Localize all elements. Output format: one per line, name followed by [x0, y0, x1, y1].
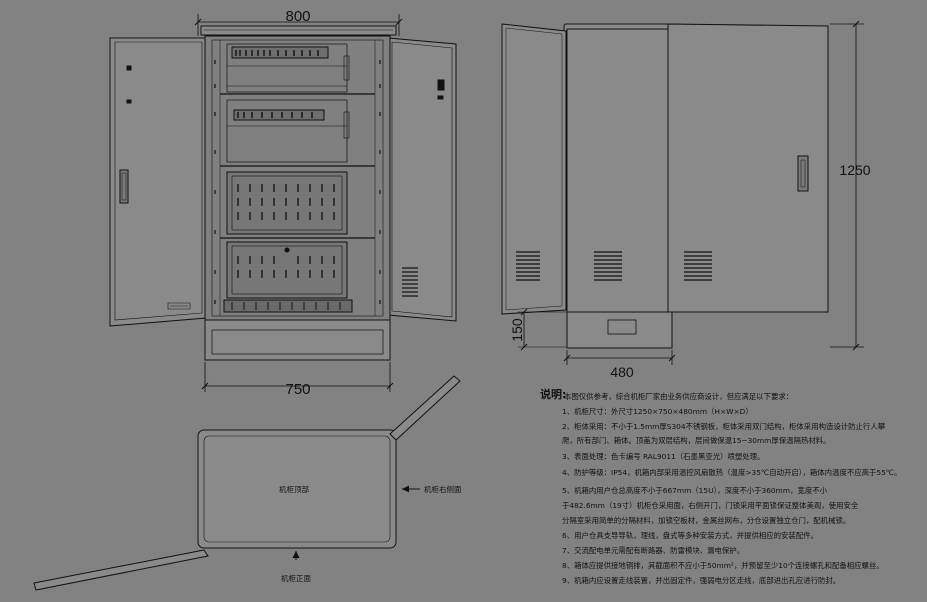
- note-item: 7、交流配电单元需配有断路器、防雷模块、漏电保护。: [562, 546, 745, 555]
- note-item: 3、表面处理：色卡编号 RAL9011（石墨黑亚光）喷塑处理。: [562, 452, 765, 461]
- dim-front-width: 800: [285, 8, 310, 25]
- note-item: 1、机柜尺寸：外尺寸1250×750×480mm（H×W×D）: [562, 407, 753, 416]
- note-item: 分隔室采用简单的分隔材料，加锁空板材，金属丝网布，分仓设置独立仓门，配机械锁。: [562, 516, 851, 525]
- note-item: 8、箱体应提供接地铜排，其截面积不应小于50mm²，并预留至少10个连接螺孔和配…: [562, 561, 884, 570]
- plan-label-inside: 机柜顶部: [279, 484, 309, 494]
- side-view: [501, 20, 864, 365]
- notes-heading: 说明:: [540, 388, 567, 401]
- note-item: 9、机箱内应设置走线装置，并出固定件，强弱电分区走线，底部进出孔应进行防封。: [562, 576, 841, 585]
- dim-side-depth: 480: [610, 364, 634, 380]
- plan-label-front: 机柜正面: [281, 573, 311, 583]
- note-item: 爬，所有部门、箱体。顶盖为双层结构，层间做保温15~30mm厚保温隔热材料。: [562, 436, 831, 445]
- dim-plinth-height: 150: [509, 318, 525, 342]
- plan-view: [33, 375, 461, 591]
- note-item: 4、防护等级：IP54，机箱内部采用温控风扇散热（温度>35℃自动开启），箱体内…: [562, 468, 902, 477]
- notes-intro: 本图仅供参考，综合机柜厂家由业务供应商设计，但应满足以下要求：: [564, 392, 794, 401]
- dim-side-height: 1250: [839, 162, 870, 178]
- dim-base-width: 750: [285, 381, 310, 398]
- front-view: [109, 14, 457, 392]
- note-item: 5、机箱内用户仓总高度不小于667mm（15U），深度不小于360mm，宽度不小: [562, 486, 827, 495]
- note-item: 2、柜体采用：不小于1.5mm厚S304不锈钢板，柜体采用双门结构，柜体采用构造…: [562, 422, 886, 431]
- plan-label-right-side: 机柜右侧面: [424, 484, 462, 494]
- note-item: 于482.6mm（19寸）机柜仓采用面，右侧开门，门锁采用平面锁保证整体美观，使…: [562, 501, 859, 510]
- right-door-vent: [402, 267, 418, 297]
- note-item: 6、用户仓具支导导轨，理线，盘式等多种安装方式，并提供相应的安装配件。: [562, 531, 818, 540]
